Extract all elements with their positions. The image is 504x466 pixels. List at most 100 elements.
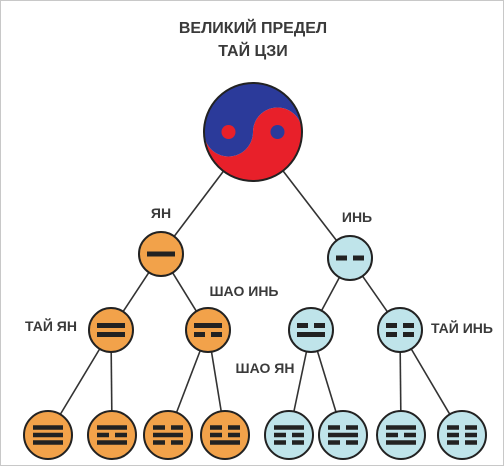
- label-yin: ИНЬ: [342, 209, 372, 225]
- taiji-red-dot: [221, 125, 236, 139]
- node-circle: [377, 307, 423, 353]
- node-circle: [185, 307, 231, 353]
- label-yang: ЯН: [151, 205, 171, 221]
- broken-yin-line-left: [336, 255, 347, 261]
- edge-shao_yang-to-trigram-6: [316, 350, 337, 413]
- node-circle: [87, 410, 137, 460]
- solid-yang-line: [328, 432, 358, 438]
- label-tai-yin: ТАЙ ИНЬ: [431, 319, 493, 336]
- edge-yin-to-tai_yin: [361, 275, 389, 313]
- broken-yin-line-right: [292, 432, 304, 438]
- broken-yin-line-right: [404, 432, 416, 438]
- taiji-outline: [203, 82, 303, 182]
- solid-yang-line: [386, 440, 416, 445]
- broken-yin-line-right: [211, 332, 222, 337]
- solid-yang-line: [274, 425, 304, 430]
- node-yang: [138, 231, 184, 277]
- solid-yang-line: [147, 251, 175, 257]
- broken-yin-line-right: [346, 425, 358, 430]
- node-trigram-3: [143, 410, 193, 460]
- edge-taiji-to-yin: [282, 170, 338, 242]
- taiji-blue-dot: [270, 125, 285, 139]
- label-shao-yin: ШАО ИНЬ: [209, 283, 278, 299]
- broken-yin-line-right: [403, 332, 414, 337]
- broken-yin-line-right: [465, 425, 477, 430]
- broken-yin-line-right: [346, 440, 358, 445]
- node-yin: [327, 235, 373, 281]
- broken-yin-line-left: [386, 323, 397, 328]
- solid-yang-line: [97, 440, 127, 445]
- node-trigram-1: [23, 410, 73, 460]
- edge-yin-to-shao_yang: [320, 276, 341, 312]
- broken-yin-line-left: [274, 432, 286, 438]
- node-circle: [288, 307, 334, 353]
- edge-tai_yin-to-trigram-7: [399, 351, 402, 412]
- broken-yin-line-left: [210, 432, 222, 438]
- edge-yang-to-tai_yang: [122, 271, 150, 313]
- edge-shao_yin-to-trigram-4: [210, 351, 222, 412]
- broken-yin-line-left: [210, 425, 222, 430]
- broken-yin-line-right: [228, 432, 240, 438]
- broken-yin-line-left: [447, 432, 459, 438]
- broken-yin-line-left: [447, 425, 459, 430]
- broken-yin-line-right: [171, 425, 183, 430]
- broken-yin-line-right: [465, 440, 477, 445]
- broken-yin-line-left: [297, 323, 308, 328]
- solid-yang-line: [97, 332, 125, 337]
- broken-yin-line-left: [153, 425, 165, 430]
- node-circle: [200, 410, 250, 460]
- broken-yin-line-left: [153, 440, 165, 445]
- node-trigram-7: [376, 410, 426, 460]
- solid-yang-line: [297, 332, 325, 337]
- broken-yin-line-right: [403, 323, 414, 328]
- broken-yin-line-left: [328, 425, 340, 430]
- solid-yang-line: [386, 425, 416, 430]
- solid-yang-line: [194, 323, 222, 328]
- title-line-2: ТАЙ ЦЗИ: [218, 41, 287, 60]
- solid-yang-line: [97, 323, 125, 328]
- node-circle: [264, 410, 314, 460]
- edge-tai_yin-to-trigram-8: [410, 348, 451, 415]
- broken-yin-line-left: [97, 432, 109, 438]
- broken-yin-line-left: [386, 432, 398, 438]
- broken-yin-line-right: [115, 432, 127, 438]
- node-shao-yin: [185, 307, 231, 353]
- node-trigram-5: [264, 410, 314, 460]
- broken-yin-line-right: [353, 255, 364, 261]
- edge-shao_yang-to-trigram-5: [293, 351, 308, 412]
- node-tai-yin: [377, 307, 423, 353]
- node-circle: [327, 235, 373, 281]
- solid-yang-line: [97, 425, 127, 430]
- broken-yin-line-right: [292, 440, 304, 445]
- broken-yin-line-right: [465, 432, 477, 438]
- node-trigram-6: [318, 410, 368, 460]
- node-shao-yang: [288, 307, 334, 353]
- node-trigram-2: [87, 410, 137, 460]
- edge-taiji-to-yang: [173, 170, 225, 237]
- edge-tai_yang-to-trigram-2: [110, 351, 113, 412]
- tree-nodes: [23, 231, 487, 460]
- node-trigram-8: [437, 410, 487, 460]
- broken-yin-line-left: [328, 440, 340, 445]
- node-tai-yang: [88, 307, 134, 353]
- label-shao-yang: ШАО ЯН: [236, 360, 295, 376]
- solid-yang-line: [153, 432, 183, 438]
- broken-yin-line-left: [194, 332, 205, 337]
- solid-yang-line: [33, 440, 63, 445]
- edge-shao_yin-to-trigram-3: [175, 350, 201, 413]
- tree-edges: [59, 170, 451, 415]
- node-circle: [88, 307, 134, 353]
- node-circle: [376, 410, 426, 460]
- solid-yang-line: [33, 432, 63, 438]
- broken-yin-line-right: [171, 440, 183, 445]
- edge-tai_yang-to-trigram-1: [59, 348, 101, 415]
- broken-yin-line-left: [274, 440, 286, 445]
- node-circle: [437, 410, 487, 460]
- solid-yang-line: [33, 425, 63, 430]
- edge-yang-to-shao_yin: [171, 272, 198, 312]
- broken-yin-line-left: [386, 332, 397, 337]
- taiji-yin-yang-symbol: [203, 82, 303, 182]
- title-line-1: ВЕЛИКИЙ ПРЕДЕЛ: [179, 18, 327, 37]
- broken-yin-line-left: [447, 440, 459, 445]
